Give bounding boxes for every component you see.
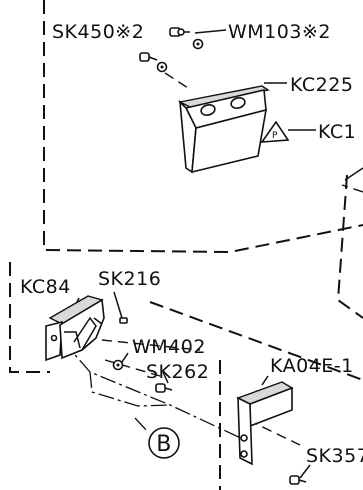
part-kc1-label: P	[260, 120, 290, 143]
screw-sk357	[289, 475, 307, 485]
washer-wm103-lower	[156, 61, 168, 73]
reference-marker-b: B	[148, 427, 180, 459]
part-ka04e-bracket	[236, 381, 294, 466]
washer-wm103-upper	[192, 38, 204, 50]
label-sk216: SK216	[98, 268, 161, 290]
label-kc84: KC84	[20, 276, 71, 298]
screw-sk450-lower	[139, 52, 158, 62]
screw-sk450-upper	[169, 27, 190, 37]
label-kc225: KC225	[290, 74, 353, 96]
assembly-boundary-lines	[9, 0, 363, 490]
part-kc225-plate	[177, 85, 270, 174]
svg-text:P: P	[272, 131, 278, 141]
label-sk450: SK450※2	[52, 21, 144, 43]
reference-marker-b-text: B	[156, 432, 172, 457]
label-sk262: SK262	[146, 361, 209, 383]
label-wm103: WM103※2	[228, 21, 331, 43]
right-side-component-outline	[344, 167, 363, 181]
screw-sk216	[119, 317, 128, 324]
label-wm402: WM402	[132, 336, 206, 358]
label-ka04e: KA04E-1	[270, 355, 354, 377]
label-sk357: SK357	[306, 445, 363, 467]
part-kc84-bracket	[45, 295, 105, 362]
screw-sk262	[155, 383, 173, 393]
label-kc1: KC1	[318, 121, 356, 143]
part-labels: SK450※2 WM103※2 KC225 KC1 KC84 SK216 WM4…	[20, 21, 363, 467]
washer-wm402	[112, 359, 124, 371]
